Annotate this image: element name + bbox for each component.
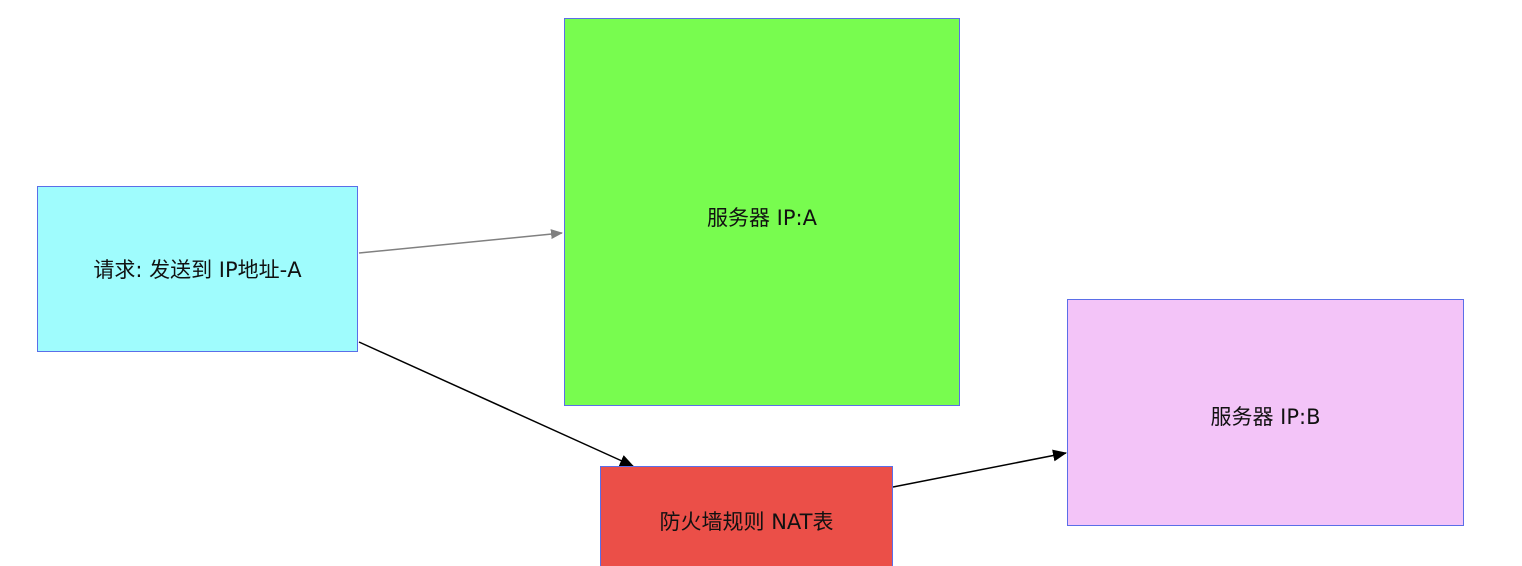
nat-node-label: 防火墙规则 NAT表 [659, 510, 834, 534]
server-a-node: 服务器 IP:A [564, 18, 960, 406]
server-b-node-label: 服务器 IP:B [1210, 405, 1321, 429]
edge-request-to-server-a [358, 229, 563, 254]
edge-nat-to-server-b [892, 449, 1067, 488]
nat-node: 防火墙规则 NAT表 [600, 466, 893, 566]
server-b-node: 服务器 IP:B [1067, 299, 1464, 526]
edge-request-to-nat [358, 341, 634, 467]
server-a-node-label: 服务器 IP:A [707, 206, 817, 230]
request-node-label: 请求: 发送到 IP地址-A [93, 258, 302, 282]
request-node: 请求: 发送到 IP地址-A [37, 186, 358, 352]
